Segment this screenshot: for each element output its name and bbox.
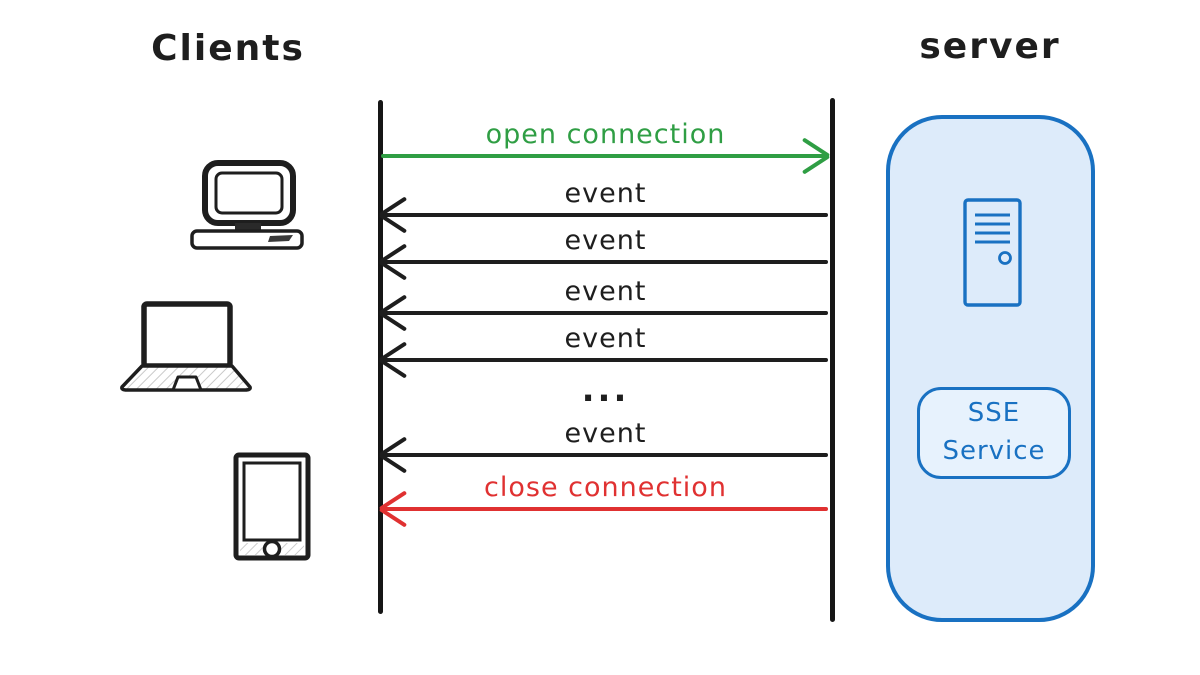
desktop-computer-icon (188, 158, 306, 256)
message-label: event (564, 418, 647, 449)
laptop-icon (116, 300, 258, 398)
message-label: event (564, 225, 647, 256)
message-label: ... (581, 370, 630, 410)
arrow-left-icon (378, 490, 828, 528)
server-tower-icon (962, 197, 1024, 313)
server-panel: SSE Service (886, 115, 1095, 622)
server-lifeline (830, 98, 835, 622)
arrow-left-icon (378, 196, 828, 234)
message-label: event (564, 178, 647, 209)
message-label: event (564, 276, 647, 307)
arrow-left-icon (378, 294, 828, 332)
arrow-left-icon (378, 341, 828, 379)
tablet-icon (231, 450, 313, 568)
arrow-left-icon (378, 436, 828, 474)
clients-title: Clients (151, 28, 305, 69)
message-label: open connection (485, 119, 726, 150)
arrow-left-icon (378, 243, 828, 281)
sse-service-label: SSE Service (942, 398, 1046, 466)
message-label: close connection (484, 472, 727, 503)
sse-service-box: SSE Service (917, 387, 1071, 479)
message-label: event (564, 323, 647, 354)
arrow-right-icon (381, 137, 831, 175)
server-title: server (919, 26, 1061, 67)
